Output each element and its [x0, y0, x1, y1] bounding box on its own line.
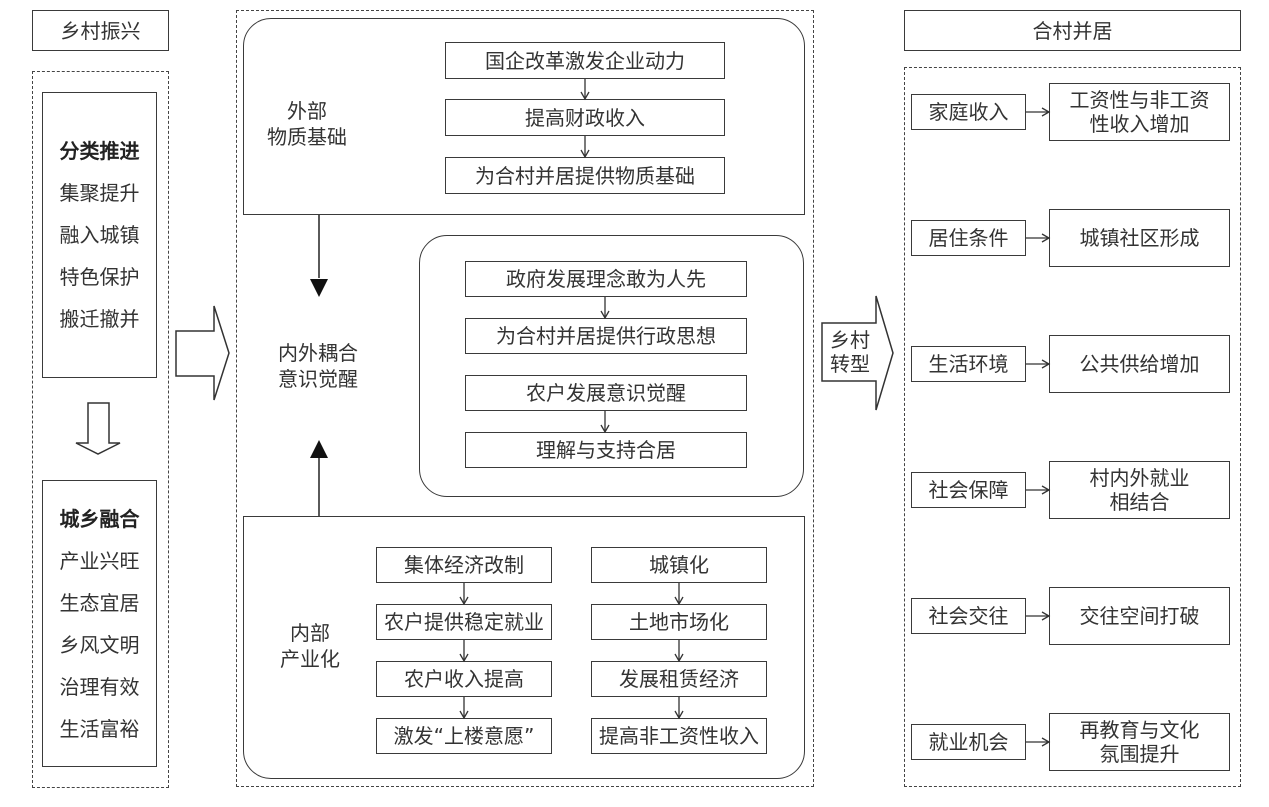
coupling-label: 内外耦合 意识觉醒 [262, 340, 374, 392]
coupling-step: 为合村并居提供行政思想 [465, 318, 747, 354]
step-text: 集体经济改制 [404, 553, 524, 577]
external-label-line1: 外部 [287, 99, 327, 123]
factor-box: 生活环境 [911, 346, 1026, 382]
factor-box: 家庭收入 [911, 94, 1026, 130]
coupling-label-line2: 意识觉醒 [278, 367, 358, 391]
step-text: 提高非工资性收入 [599, 724, 759, 748]
list-item: 生态宜居 [59, 590, 140, 615]
internal-label-line1: 内部 [290, 621, 330, 645]
outcome-box: 村内外就业 相结合 [1049, 461, 1230, 519]
factor-box: 社会保障 [911, 472, 1026, 508]
outcome-text-line1: 村内外就业 [1089, 466, 1190, 490]
coupling-step: 理解与支持合居 [465, 432, 747, 468]
coupling-step: 政府发展理念敢为人先 [465, 261, 747, 297]
step-text: 城镇化 [649, 553, 709, 577]
step-text: 政府发展理念敢为人先 [506, 267, 706, 291]
list-item: 融入城镇 [59, 223, 140, 247]
step-text: 为合村并居提供物质基础 [475, 163, 695, 188]
factor-text: 社会交往 [928, 604, 1009, 628]
left-dashed-panel [32, 71, 169, 788]
outcome-box: 交往空间打破 [1049, 587, 1230, 645]
classified-advance-box: 分类推进 集聚提升 融入城镇 特色保护 搬迁撤并 [42, 92, 157, 378]
step-text: 农户收入提高 [404, 667, 524, 691]
factor-text: 社会保障 [928, 478, 1009, 502]
internal-label: 内部 产业化 [270, 620, 350, 672]
factor-text: 就业机会 [928, 730, 1009, 754]
external-label: 外部 物质基础 [262, 98, 352, 150]
outcome-text-line2: 氛围提升 [1099, 742, 1180, 766]
external-label-line2: 物质基础 [267, 125, 347, 149]
outcome-text-line1: 工资性与非工资 [1069, 88, 1210, 112]
factor-text: 居住条件 [928, 226, 1009, 250]
factor-box: 居住条件 [911, 220, 1026, 256]
step-text: 国企改革激发企业动力 [485, 48, 685, 73]
right-title: 合村并居 [1032, 18, 1113, 43]
list-item: 特色保护 [59, 265, 140, 289]
urbanization-chain-step: 发展租赁经济 [591, 661, 767, 697]
list-item: 乡风文明 [59, 632, 140, 657]
coupling-label-line1: 内外耦合 [278, 341, 358, 365]
left-title-box: 乡村振兴 [32, 10, 169, 51]
step-text: 农户发展意识觉醒 [526, 381, 686, 405]
rural-transition-text-line1: 乡村 [830, 328, 870, 352]
classified-advance-heading: 分类推进 [59, 139, 140, 163]
list-item: 治理有效 [59, 674, 140, 699]
collective-chain-step: 激发“上楼意愿” [376, 718, 552, 754]
step-text: 土地市场化 [629, 610, 729, 634]
internal-section [243, 516, 805, 779]
outcome-box: 城镇社区形成 [1049, 209, 1230, 267]
outcome-text-line1: 公共供给增加 [1079, 352, 1200, 376]
right-dashed-panel [904, 67, 1241, 787]
outcome-text-line1: 交往空间打破 [1079, 604, 1200, 628]
outcome-text-line1: 再教育与文化 [1079, 718, 1200, 742]
outcome-box: 再教育与文化 氛围提升 [1049, 713, 1230, 771]
outcome-box: 工资性与非工资 性收入增加 [1049, 83, 1230, 141]
factor-text: 生活环境 [928, 352, 1009, 376]
external-step: 国企改革激发企业动力 [445, 42, 725, 79]
hollow-right-arrow-icon [175, 305, 230, 401]
external-step: 提高财政收入 [445, 99, 725, 136]
factor-box: 就业机会 [911, 724, 1026, 760]
urban-rural-integration-box: 城乡融合 产业兴旺 生态宜居 乡风文明 治理有效 生活富裕 [42, 480, 157, 767]
collective-chain-step: 农户收入提高 [376, 661, 552, 697]
list-item: 生活富裕 [59, 716, 140, 741]
urbanization-chain-step: 城镇化 [591, 547, 767, 583]
list-item: 集聚提升 [59, 181, 140, 205]
external-step: 为合村并居提供物质基础 [445, 157, 725, 194]
outcome-text-line2: 性收入增加 [1089, 112, 1190, 136]
external-section [243, 18, 805, 215]
outcome-text-line1: 城镇社区形成 [1079, 226, 1200, 250]
step-text: 发展租赁经济 [619, 667, 739, 691]
coupling-step: 农户发展意识觉醒 [465, 375, 747, 411]
rural-transition-text: 乡村 转型 [822, 328, 878, 376]
step-text: 为合村并居提供行政思想 [496, 324, 716, 348]
step-text: 提高财政收入 [525, 105, 645, 130]
left-title: 乡村振兴 [60, 18, 141, 43]
factor-box: 社会交往 [911, 598, 1026, 634]
coupling-section [419, 235, 804, 497]
outcome-box: 公共供给增加 [1049, 335, 1230, 393]
right-title-box: 合村并居 [904, 10, 1241, 51]
list-item: 搬迁撤并 [59, 307, 140, 331]
factor-text: 家庭收入 [928, 100, 1009, 124]
step-text: 激发“上楼意愿” [393, 724, 535, 748]
outcome-text-line2: 相结合 [1109, 490, 1170, 514]
middle-dashed-panel [236, 10, 814, 787]
urbanization-chain-step: 土地市场化 [591, 604, 767, 640]
collective-chain-step: 农户提供稳定就业 [376, 604, 552, 640]
urbanization-chain-step: 提高非工资性收入 [591, 718, 767, 754]
list-item: 产业兴旺 [59, 548, 140, 573]
step-text: 农户提供稳定就业 [384, 610, 544, 634]
urban-rural-integration-heading: 城乡融合 [59, 506, 140, 531]
collective-chain-step: 集体经济改制 [376, 547, 552, 583]
step-text: 理解与支持合居 [536, 438, 676, 462]
internal-label-line2: 产业化 [280, 647, 340, 671]
rural-transition-text-line2: 转型 [830, 352, 870, 376]
